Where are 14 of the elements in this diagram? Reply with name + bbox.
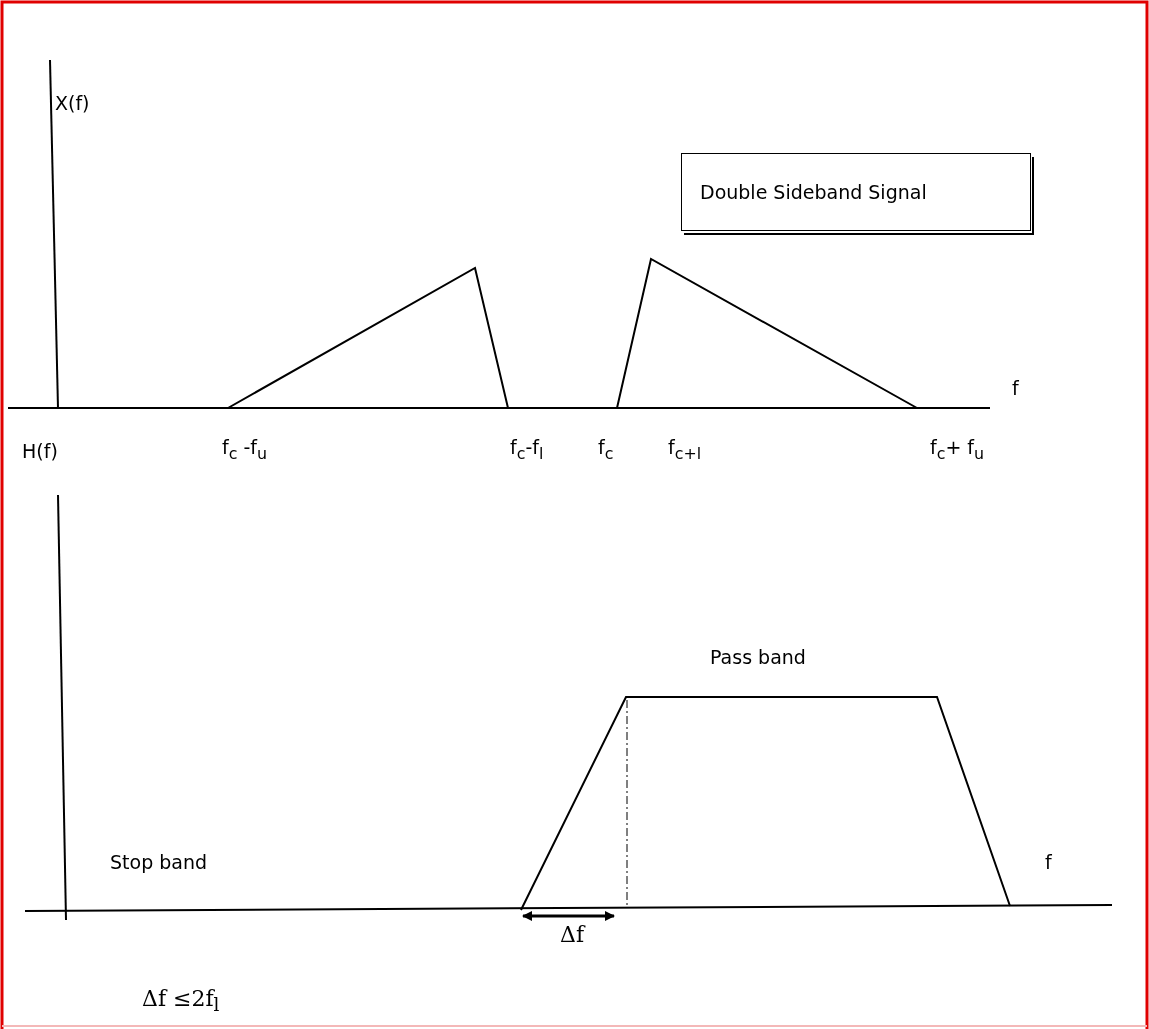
band-label: Pass band xyxy=(710,646,806,669)
axis-label: f$_{c}$-f$_{l}$ xyxy=(510,436,544,463)
axis-label: f$_{c}$ -f$_{u}$ xyxy=(222,436,268,463)
formula: Δf xyxy=(560,922,585,949)
axis-label: f$_{c+l}$ xyxy=(668,436,702,463)
axis-label: H(f) xyxy=(22,440,58,463)
band-label: Stop band xyxy=(110,851,208,874)
axis-label: f xyxy=(1045,851,1052,874)
axis-label: f$_{c}$ xyxy=(598,436,614,463)
formula: Δf ≤2f$_{l}$ xyxy=(142,986,220,1017)
axis-label: f xyxy=(1012,377,1019,400)
axis-label: X(f) xyxy=(55,92,90,115)
box-title: Double Sideband Signal xyxy=(700,181,927,203)
axis-label: f$_{c}$+ f$_{u}$ xyxy=(930,436,985,463)
